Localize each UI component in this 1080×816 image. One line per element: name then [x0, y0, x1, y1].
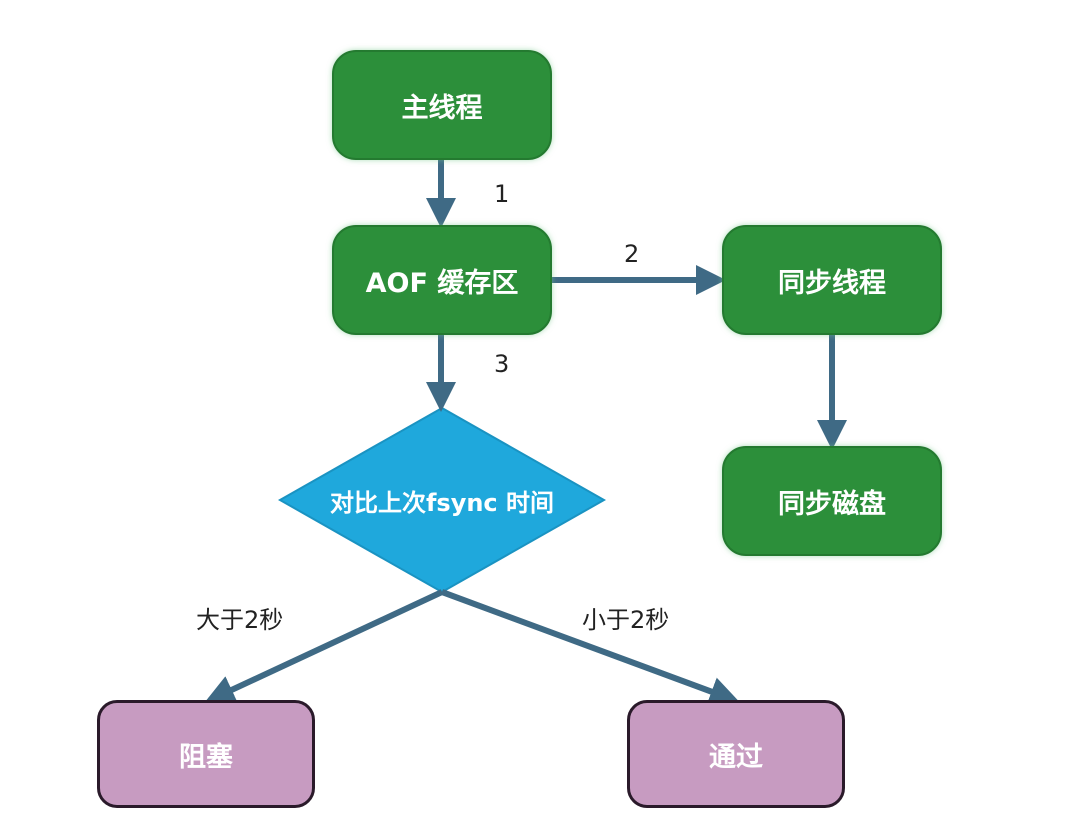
arrow-decision-to-pass: [440, 589, 740, 706]
decision-label: 对比上次fsync 时间: [329, 488, 555, 517]
edge-label-step3: 3: [494, 350, 510, 378]
node-pass-label: 通过: [709, 741, 763, 773]
node-aof-buffer: AOF 缓存区: [332, 225, 552, 335]
node-main-thread-label: 主线程: [401, 92, 483, 124]
node-aof-buffer-label: AOF 缓存区: [365, 267, 519, 299]
node-main-thread: 主线程: [332, 50, 552, 160]
edge-label-less-than-2s: 小于2秒: [582, 606, 670, 634]
node-block-label: 阻塞: [179, 741, 233, 773]
node-block: 阻塞: [97, 700, 315, 808]
node-sync-thread: 同步线程: [722, 225, 942, 335]
node-sync-thread-label: 同步线程: [778, 267, 886, 299]
edge-label-greater-than-2s: 大于2秒: [196, 606, 284, 634]
node-sync-disk-label: 同步磁盘: [778, 488, 886, 520]
edge-label-step1: 1: [494, 180, 510, 208]
node-pass: 通过: [627, 700, 845, 808]
node-sync-disk: 同步磁盘: [722, 446, 942, 556]
arrow-decision-to-block: [204, 589, 444, 704]
edge-label-step2: 2: [624, 240, 640, 268]
